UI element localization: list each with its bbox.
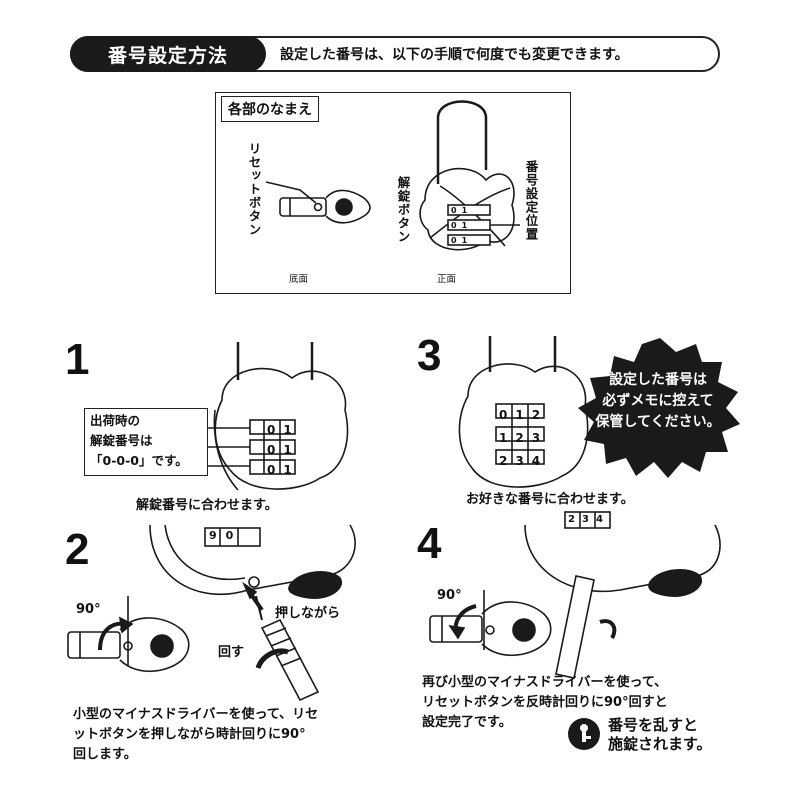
step-3-number: 3: [417, 331, 442, 380]
step1-caption: 解錠番号に合わせます。: [136, 498, 278, 513]
step1-lock-illustration: [208, 342, 349, 491]
note-line: 解錠番号は: [90, 433, 153, 448]
lock-warning-text: 番号を乱すと 施錠されます。: [608, 716, 712, 754]
text-line: リセットボタンを反時計回りに90°回すと: [422, 695, 668, 710]
step2-instructions: 小型のマイナスドライバーを使って、リセ ットボタンを押しながら時計回りに90° …: [73, 705, 318, 765]
step3-caption: お好きな番号に合わせます。: [466, 492, 634, 507]
key-icon: [568, 718, 600, 750]
burst-line: 保管してください。: [595, 414, 721, 430]
warning-line: 施錠されます。: [608, 735, 712, 753]
step3-lock-illustration: [458, 336, 589, 488]
section-title-tag: 番号設定方法: [70, 36, 266, 72]
header-description: 設定した番号は、以下の手順で何度でも変更できます。: [280, 47, 629, 63]
front-dial-row: 01: [451, 221, 473, 230]
step4-lock-illustration: [429, 511, 721, 679]
step-2-number: 2: [65, 525, 90, 574]
front-dial-row: 01: [451, 206, 473, 215]
step1-dials: 01 01 01: [267, 423, 300, 477]
push-label: 押しながら: [275, 606, 341, 621]
step-4-number: 4: [417, 519, 442, 568]
number-position-label: 番号設定位置: [523, 160, 539, 241]
note-line: 「0-0-0」です。: [90, 453, 188, 468]
front-view-label: 正面: [437, 274, 457, 285]
front-view-illustration: [419, 100, 520, 251]
turn-label: 回す: [218, 645, 245, 660]
bottom-view-label: 底面: [289, 274, 309, 285]
note-line: 出荷時の: [90, 413, 141, 428]
step3-dials: 012 123 234: [499, 408, 549, 468]
text-line: 再び小型のマイナスドライバーを使って、: [422, 675, 668, 690]
burst-line: 設定した番号は: [609, 372, 707, 388]
parts-title: 各部のなまえ: [221, 96, 319, 122]
text-line: 設定完了です。: [422, 715, 512, 730]
memo-burst-badge: [578, 338, 740, 478]
step-1-number: 1: [65, 335, 90, 384]
front-dial-row: 01: [451, 236, 473, 245]
unlock-button-label: 解錠ボタン: [395, 176, 411, 244]
warning-line: 番号を乱すと: [608, 716, 699, 734]
burst-line: 必ずメモに控えて: [602, 393, 714, 409]
factory-code-note: 出荷時の 解錠番号は 「0-0-0」です。: [84, 408, 208, 476]
step2-dials: 90: [209, 529, 243, 542]
text-line: ットボタンを押しながら時計回りに90°: [73, 727, 306, 742]
step4-dials: 234: [568, 514, 610, 525]
reset-button-label: リセットボタン: [246, 142, 262, 237]
step2-angle-label: 90°: [76, 602, 101, 617]
step4-angle-label: 90°: [437, 588, 462, 603]
text-line: 回します。: [73, 747, 137, 762]
step4-instructions: 再び小型のマイナスドライバーを使って、 リセットボタンを反時計回りに90°回すと…: [422, 673, 668, 733]
bottom-view-illustration: [265, 181, 371, 224]
parts-diagram-box: [215, 92, 571, 294]
text-line: 小型のマイナスドライバーを使って、リセ: [73, 707, 319, 722]
step2-lock-illustration: [67, 524, 356, 702]
memo-warning-text: 設定した番号は 必ずメモに控えて 保管してください。: [582, 370, 734, 433]
